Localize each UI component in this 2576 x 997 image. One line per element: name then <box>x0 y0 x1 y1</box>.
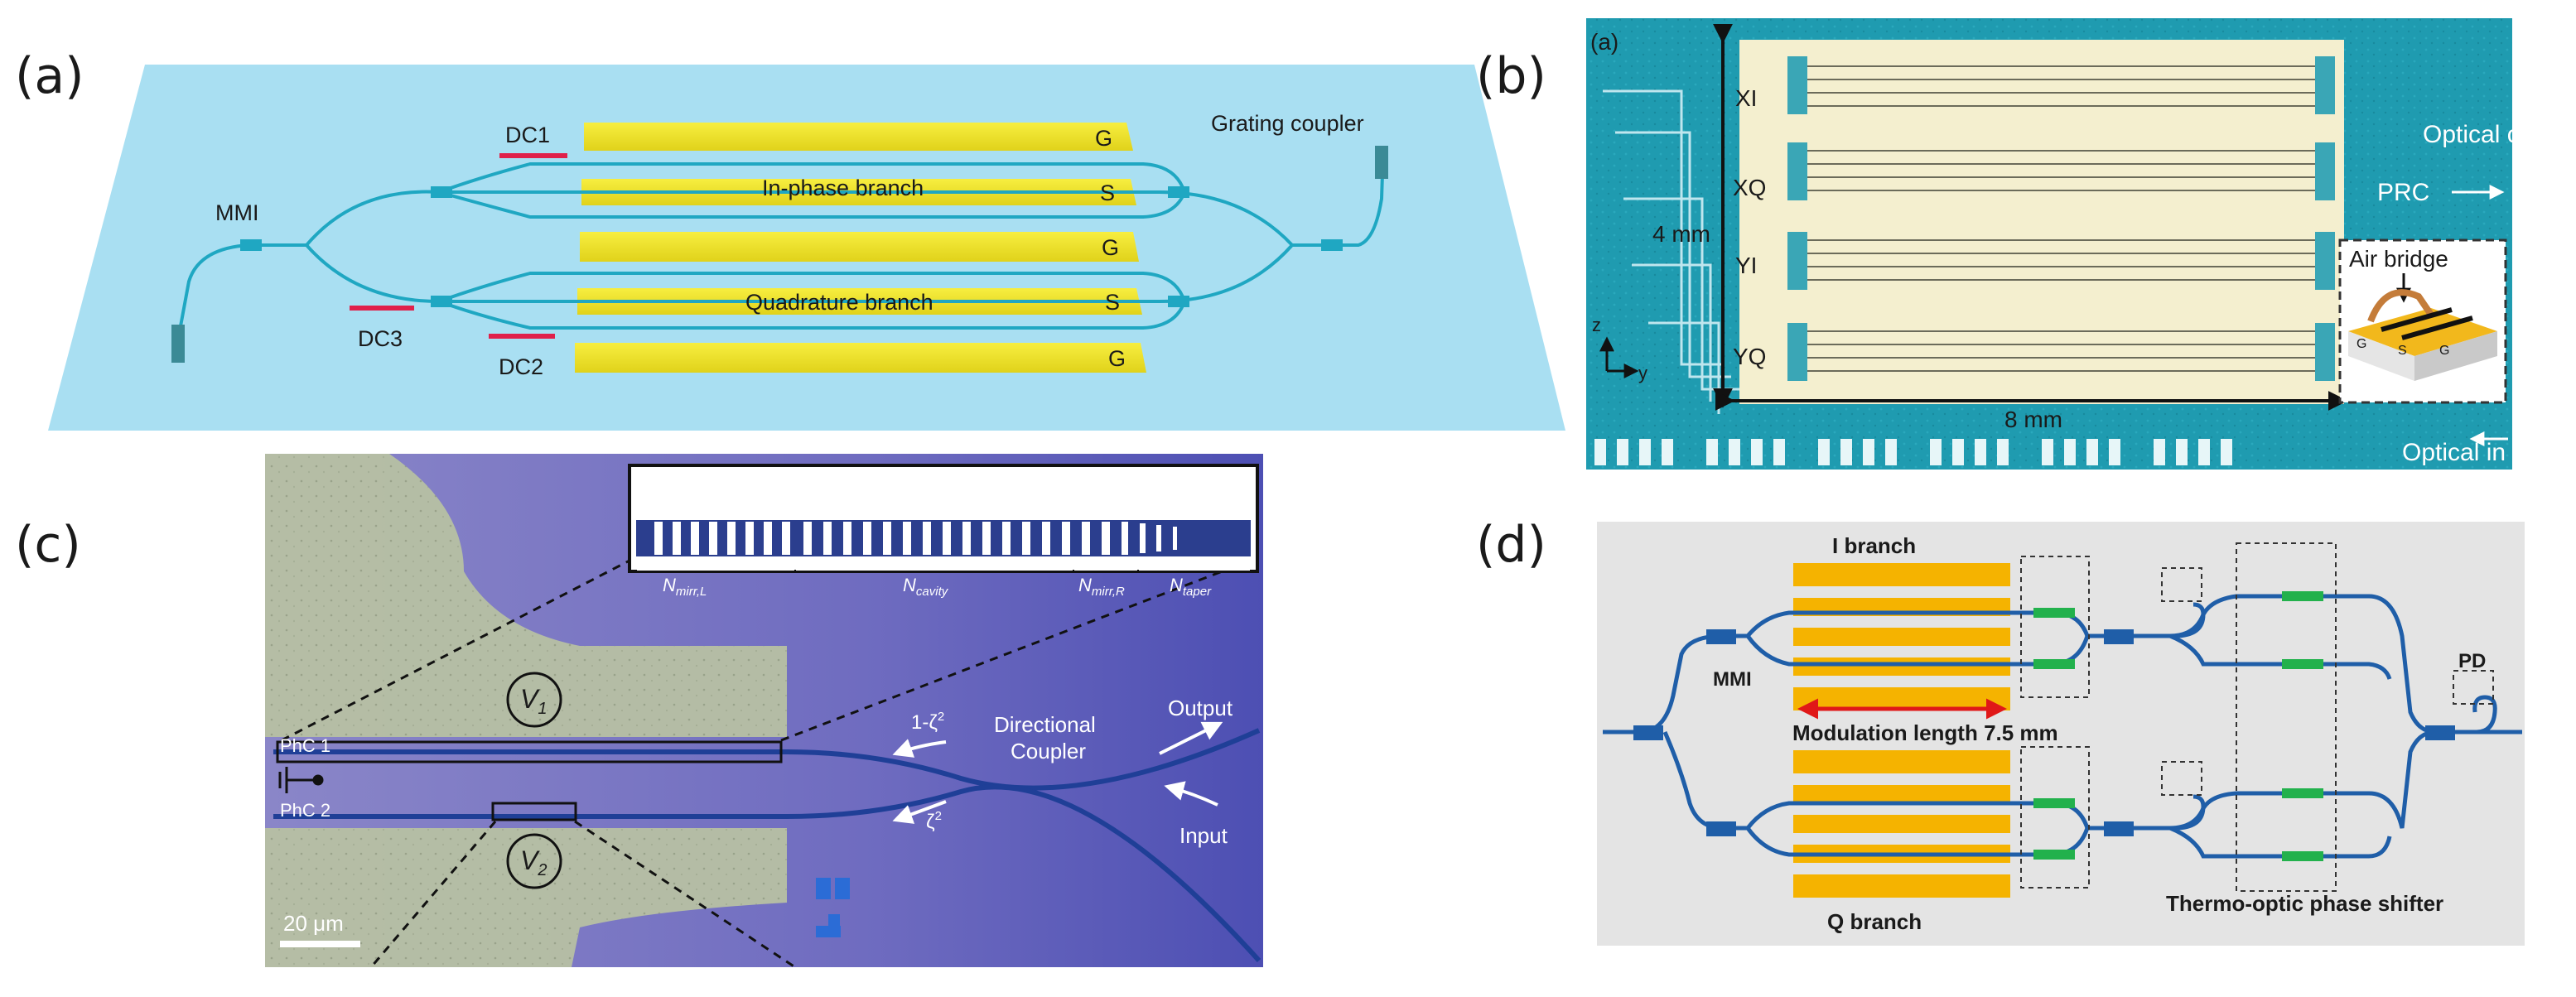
dc3-label: DC3 <box>358 326 403 351</box>
n-taper-label: Ntaper <box>1170 575 1212 599</box>
dc2-label: DC2 <box>499 354 543 379</box>
coupler-pads-b <box>1787 56 2335 381</box>
zoom-lines <box>281 558 1253 969</box>
inset-g-label: G <box>2439 344 2449 358</box>
scale-label: 20 μm <box>283 911 344 936</box>
phc2-label: PhC 2 <box>280 800 330 821</box>
q-branch-label: Q branch <box>1827 909 1922 934</box>
z-axis-label: z <box>1592 315 1601 335</box>
air-bridge-inset: Air bridge G S G <box>2338 238 2507 404</box>
couplers-a <box>240 186 1343 307</box>
layout-background <box>1597 522 2525 946</box>
reflect-arrow-1 <box>892 739 947 758</box>
inset-s-label: S <box>2398 344 2407 358</box>
mmi-label: MMI <box>215 200 258 225</box>
n-mirr-r-label: Nmirr,R <box>1078 575 1125 599</box>
q-electrodes <box>1793 750 2010 898</box>
optical-out-label: Optical out <box>2423 121 2542 148</box>
air-bridge-label: Air bridge <box>2349 246 2448 272</box>
top-electrode <box>265 454 787 737</box>
phc1-label: PhC 1 <box>280 735 330 756</box>
crystal-section-labels: Nmirr,L Ncavity Nmirr,R Ntaper <box>663 575 1212 599</box>
waveguides-a <box>176 148 1385 340</box>
input-arrow <box>1164 781 1218 807</box>
electrodes <box>575 123 1146 373</box>
v1-circle <box>506 672 562 728</box>
grating-coupler-label: Grating coupler <box>1211 111 1364 136</box>
eight-mm-label: 8 mm <box>2004 407 2062 432</box>
phc-waveguides <box>273 728 1261 963</box>
n-cavity-label: Ncavity <box>903 575 949 599</box>
bond-pads <box>1594 439 2232 465</box>
channel-labels: XI XQ YI YQ <box>1733 85 1766 369</box>
bottom-electrode <box>265 828 787 967</box>
dc1-label: DC1 <box>505 123 550 147</box>
optical-in-label: Optical in <box>2402 439 2506 466</box>
v2-circle <box>506 833 562 889</box>
grating-couplers <box>171 146 1388 363</box>
zeta-label: ζ2 <box>926 809 942 833</box>
coupler-label: Coupler <box>1011 739 1086 763</box>
g-label: G <box>1095 126 1112 151</box>
mmi-blocks <box>1633 629 2455 836</box>
pd-label: PD <box>2458 650 2486 672</box>
electrode-area <box>1739 40 2344 404</box>
thermo-label: Thermo-optic phase shifter <box>2166 891 2443 916</box>
one-minus-zeta-label: 1-ζ2 <box>911 710 944 734</box>
phc1-box <box>276 740 783 763</box>
panel-a-letter: (a) <box>15 47 84 105</box>
v2-label: V2 <box>520 845 547 879</box>
output-arrow <box>1159 721 1223 755</box>
mmi-label-d: MMI <box>1713 668 1752 691</box>
y-axis-label: y <box>1638 363 1647 383</box>
i-branch-label: I branch <box>1832 533 1916 558</box>
modulator-lines <box>1806 65 2319 372</box>
electrode-letters: G S G S G <box>1095 126 1126 371</box>
axes-glyph: z y <box>1592 315 1647 383</box>
four-mm-label: 4 mm <box>1652 221 1710 247</box>
modulation-length-label: Modulation length 7.5 mm <box>1792 720 2058 745</box>
inset-g-label: G <box>2357 337 2366 351</box>
alignment-marks <box>816 878 850 937</box>
panel-b-letter: (b) <box>1476 47 1546 105</box>
panel-d-letter: (d) <box>1476 516 1546 574</box>
s-label: S <box>1100 181 1115 205</box>
directional-label: Directional <box>994 712 1096 737</box>
dc-markers <box>350 153 567 339</box>
output-label: Output <box>1168 696 1233 720</box>
ground-symbol <box>278 767 324 793</box>
xq-label: XQ <box>1733 175 1766 200</box>
v1-label: V1 <box>520 684 547 718</box>
panel-c-letter: (c) <box>15 516 81 574</box>
photonic-crystal-inset <box>628 464 1259 573</box>
panel-c: (c) <box>15 454 1263 969</box>
quadrature-branch-label: Quadrature branch <box>745 290 933 315</box>
i-electrodes <box>1793 563 2010 710</box>
panel-b: (b) <box>1476 18 2542 470</box>
reflect-arrow-2 <box>892 800 947 824</box>
sub-panel-label: (a) <box>1590 29 1618 55</box>
yq-label: YQ <box>1733 344 1766 369</box>
phc2-box <box>491 802 577 821</box>
g-label: G <box>1102 235 1119 260</box>
phase-shifters <box>2033 591 2323 861</box>
s-label: S <box>1105 290 1120 315</box>
dashed-boxes <box>2020 542 2494 892</box>
yi-label: YI <box>1735 253 1757 278</box>
inphase-branch-label: In-phase branch <box>762 176 924 200</box>
panel-a: (a) <box>15 47 1565 431</box>
n-mirr-l-label: Nmirr,L <box>663 575 707 599</box>
input-label: Input <box>1179 823 1228 848</box>
prc-label: PRC <box>2377 179 2429 206</box>
xi-label: XI <box>1735 85 1757 111</box>
panel-d: (d) <box>1476 516 2525 946</box>
g-label: G <box>1108 346 1126 371</box>
